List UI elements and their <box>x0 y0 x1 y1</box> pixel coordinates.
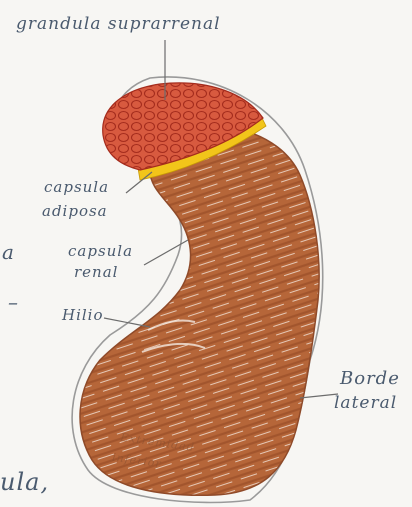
text-fragment-a: a <box>2 240 15 264</box>
text-fragment-ula: ula, <box>0 468 49 496</box>
label-hilio: Hilio <box>62 306 104 324</box>
text-fragment-dash: – <box>8 290 19 314</box>
kidney-body <box>80 124 319 495</box>
label-capsula-renal-line2: renal <box>74 263 118 281</box>
label-capsula-adiposa-line2: adiposa <box>42 202 108 220</box>
label-borde-lateral-line2: lateral <box>334 393 397 413</box>
label-borde-lateral-line1: Borde <box>340 368 400 389</box>
label-capsula-adiposa-line1: capsula <box>44 178 109 196</box>
label-capsula-renal-line1: capsula <box>68 242 133 260</box>
leader-borde-lateral <box>300 394 338 398</box>
leader-hilio <box>104 318 150 327</box>
label-glandula-suprarrenal: grandula suprarrenal <box>16 14 221 34</box>
leader-capsula-renal <box>144 240 188 265</box>
